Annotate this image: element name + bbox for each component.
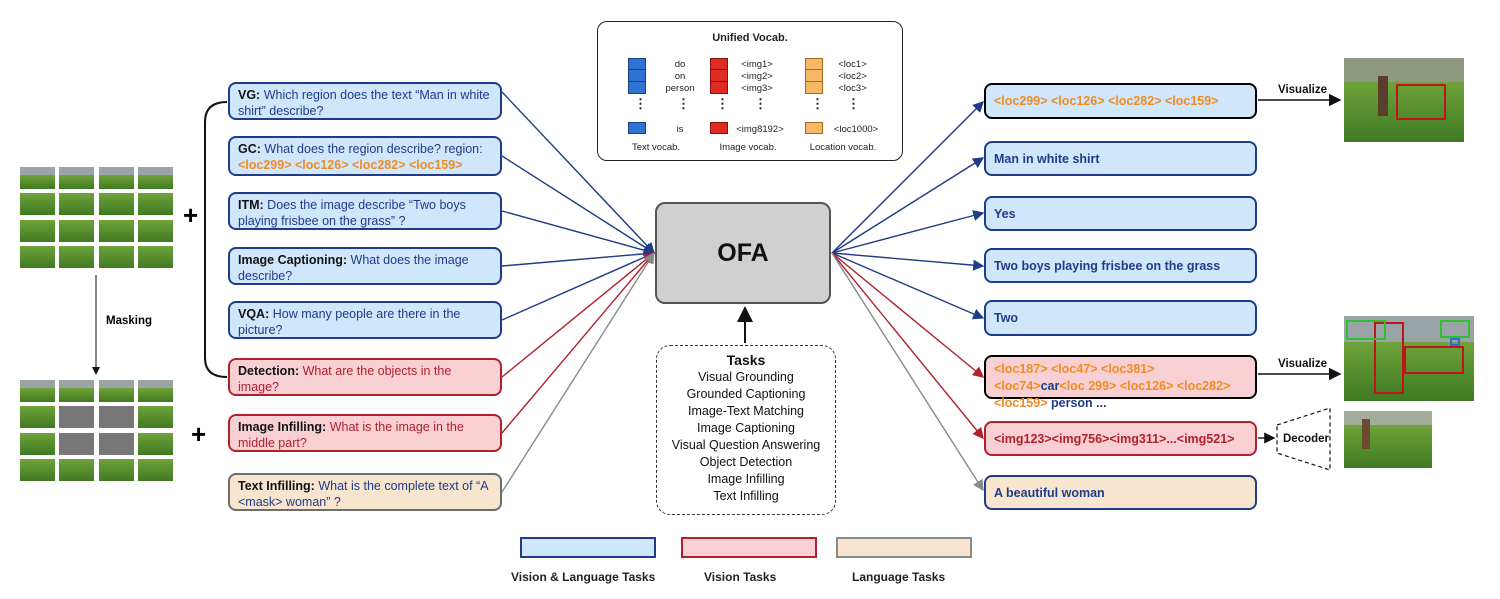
input-arrows (501, 91, 656, 493)
unified-vocab-panel: Unified Vocab. do on person ⋮ ⋮ is Text … (597, 21, 903, 161)
location-token: <loc2> (838, 71, 867, 82)
legend-label: Language Tasks (852, 570, 946, 584)
input-gc: GC: What does the region describe? regio… (228, 136, 502, 176)
output-vg: <loc299> <loc126> <loc282> <loc159> (984, 83, 1257, 119)
vocab-title: Unified Vocab. (712, 32, 788, 44)
output-detection: <loc187> <loc47> <loc381> <loc74>car<loc… (984, 355, 1257, 410)
input-caption: Image Captioning: What does the image de… (228, 247, 502, 285)
task-item: Object Detection (699, 455, 793, 469)
text-vocab-stack (628, 58, 646, 94)
task-item: Visual Question Answering (671, 438, 821, 452)
location-token: <loc1000> (833, 124, 879, 135)
output-gc: Man in white shirt (984, 141, 1257, 176)
visualize-label: Visualize (1278, 84, 1328, 96)
bracket (204, 101, 228, 378)
output-arrows (831, 101, 985, 492)
output-caption: Two boys playing frisbee on the grass (984, 248, 1257, 283)
text-token: is (676, 124, 684, 135)
input-detection: Detection: What are the objects in the i… (228, 358, 502, 396)
text-token: on (674, 71, 686, 82)
location-token: <loc1> (838, 59, 867, 70)
output-itm: Yes (984, 196, 1257, 231)
legend-swatch-vision (681, 537, 817, 558)
text-vocab-caption: Text vocab. (631, 142, 681, 153)
tasks-panel: Tasks Visual Grounding Grounded Captioni… (656, 345, 836, 515)
text-token: do (674, 59, 686, 70)
dots: ⋮ (634, 96, 647, 111)
input-itm: ITM: Does the image describe “Two boys p… (228, 192, 502, 230)
legend-label: Vision Tasks (704, 570, 777, 584)
image-token: <img1> (741, 59, 773, 70)
image-token: <img2> (741, 71, 773, 82)
infilling-result-image (1344, 411, 1432, 468)
task-item: Grounded Captioning (686, 387, 806, 401)
task-item: Visual Grounding (698, 370, 794, 384)
visualize-label: Visualize (1278, 358, 1328, 370)
legend-swatch-vl (520, 537, 656, 558)
tasks-title: Tasks (726, 352, 766, 368)
input-vqa: VQA: How many people are there in the pi… (228, 301, 502, 339)
output-image-infilling: <img123><img756><img311>...<img521> (984, 421, 1257, 456)
masking-label: Masking (106, 315, 153, 327)
decoder-label: Decoder (1283, 433, 1330, 445)
task-item: Image-Text Matching (687, 404, 805, 418)
grounding-result-image (1344, 58, 1464, 142)
image-vocab-stack (710, 58, 728, 94)
task-item: Text Infilling (713, 489, 779, 503)
plus-sign: + (183, 200, 199, 230)
output-text-infilling: A beautiful woman (984, 475, 1257, 510)
input-vg: VG: Which region does the text “Man in w… (228, 82, 502, 120)
text-token: person (665, 83, 695, 94)
legend-label: Vision & Language Tasks (511, 570, 656, 584)
ofa-model-box: OFA (655, 202, 831, 304)
image-token: <img3> (741, 83, 773, 94)
input-text-infilling: Text Infilling: What is the complete tex… (228, 473, 502, 511)
image-vocab-caption: Image vocab. (719, 142, 777, 153)
image-token: <img8192> (736, 124, 784, 135)
legend-swatch-language (836, 537, 972, 558)
detection-result-image (1344, 316, 1474, 401)
input-image-infilling: Image Infilling: What is the image in th… (228, 414, 502, 452)
output-vqa: Two (984, 300, 1257, 336)
location-token: <loc3> (838, 83, 867, 94)
location-vocab-stack (805, 58, 823, 94)
task-item: Image Infilling (707, 472, 785, 486)
location-vocab-caption: Location vocab. (809, 142, 877, 153)
plus-sign: + (191, 419, 207, 449)
task-item: Image Captioning (697, 421, 795, 435)
decoder-shape (1276, 407, 1331, 471)
